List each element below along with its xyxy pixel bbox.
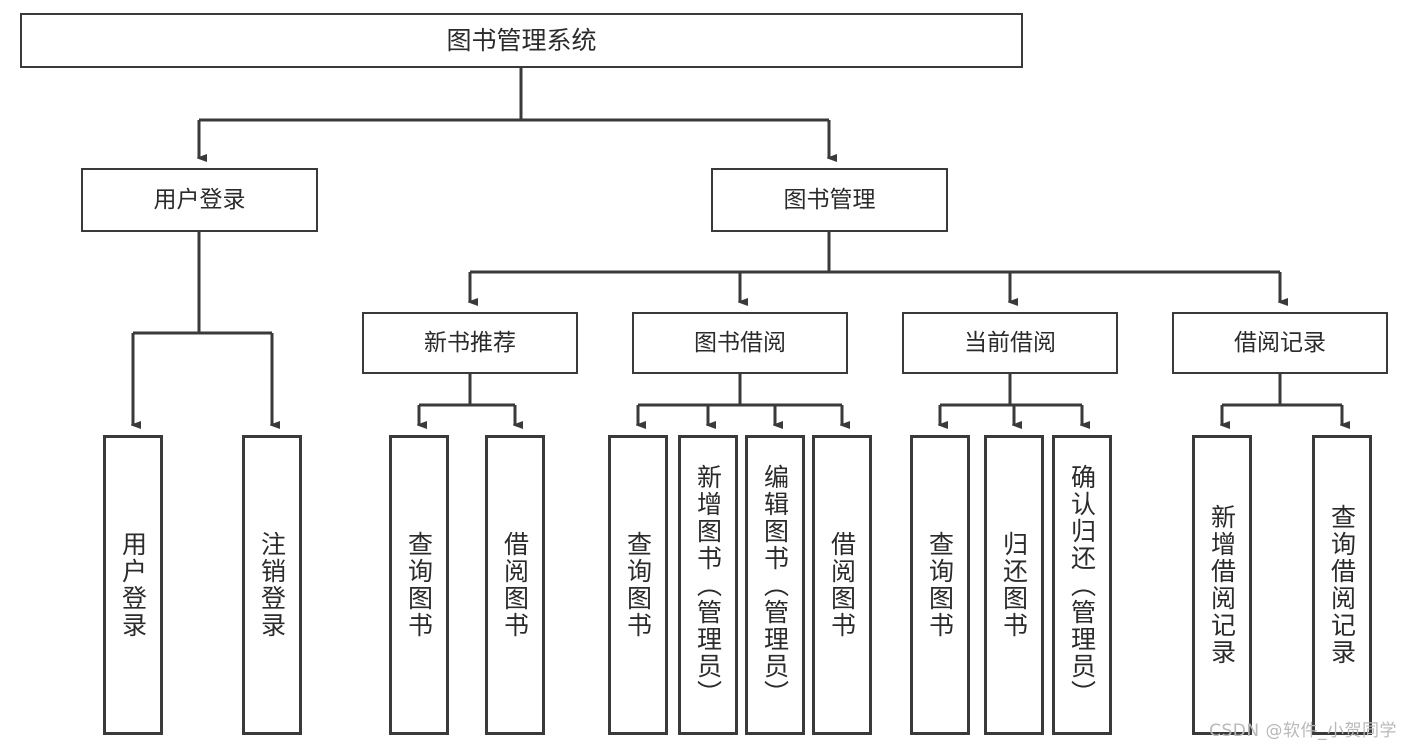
node-borrow-record-label: 借阅记录	[1234, 329, 1326, 356]
node-new-book-recommend[interactable]: 新书推荐	[362, 312, 578, 374]
node-user-login[interactable]: 用户登录	[81, 168, 318, 232]
leaf-add-book-admin[interactable]: 新增图书（管理员）	[678, 435, 738, 735]
node-book-management-label: 图书管理	[783, 186, 876, 213]
leaf-edit-book-admin[interactable]: 编辑图书（管理员）	[745, 435, 805, 735]
leaf-borrow-book-recommend-label: 借阅图书	[500, 531, 530, 639]
leaf-return-book-label: 归还图书	[999, 531, 1029, 639]
leaf-query-book-borrow-label: 查询图书	[623, 531, 653, 639]
node-root-label: 图书管理系统	[446, 25, 597, 55]
leaf-borrow-book-label: 借阅图书	[827, 531, 857, 639]
leaf-user-login-label: 用户登录	[118, 531, 148, 639]
leaf-borrow-book[interactable]: 借阅图书	[812, 435, 872, 735]
node-current-borrow-label: 当前借阅	[964, 329, 1056, 356]
leaf-query-book-recommend[interactable]: 查询图书	[389, 435, 449, 735]
leaf-add-book-admin-label: 新增图书（管理员）	[693, 463, 723, 707]
node-book-borrow[interactable]: 图书借阅	[632, 312, 848, 374]
leaf-borrow-book-recommend[interactable]: 借阅图书	[485, 435, 545, 735]
node-borrow-record[interactable]: 借阅记录	[1172, 312, 1388, 374]
leaf-add-borrow-record[interactable]: 新增借阅记录	[1192, 435, 1252, 735]
leaf-query-book-borrow[interactable]: 查询图书	[608, 435, 668, 735]
node-root[interactable]: 图书管理系统	[20, 13, 1023, 68]
node-user-login-label: 用户登录	[153, 186, 246, 213]
leaf-return-book[interactable]: 归还图书	[984, 435, 1044, 735]
leaf-user-login[interactable]: 用户登录	[103, 435, 163, 735]
leaf-query-book-current-label: 查询图书	[925, 531, 955, 639]
leaf-query-borrow-record-label: 查询借阅记录	[1327, 504, 1357, 666]
node-new-book-recommend-label: 新书推荐	[424, 329, 516, 356]
leaf-logout-label: 注销登录	[257, 531, 287, 639]
node-book-management[interactable]: 图书管理	[711, 168, 948, 232]
leaf-query-borrow-record[interactable]: 查询借阅记录	[1312, 435, 1372, 735]
leaf-query-book-current[interactable]: 查询图书	[910, 435, 970, 735]
node-current-borrow[interactable]: 当前借阅	[902, 312, 1118, 374]
leaf-confirm-return-admin-label: 确认归还（管理员）	[1067, 463, 1097, 707]
leaf-confirm-return-admin[interactable]: 确认归还（管理员）	[1052, 435, 1112, 735]
leaf-add-borrow-record-label: 新增借阅记录	[1207, 504, 1237, 666]
csdn-watermark: CSDN @软件_小贺同学	[1209, 721, 1397, 741]
leaf-query-book-recommend-label: 查询图书	[404, 531, 434, 639]
leaf-edit-book-admin-label: 编辑图书（管理员）	[760, 463, 790, 707]
node-book-borrow-label: 图书借阅	[694, 329, 786, 356]
leaf-logout[interactable]: 注销登录	[242, 435, 302, 735]
